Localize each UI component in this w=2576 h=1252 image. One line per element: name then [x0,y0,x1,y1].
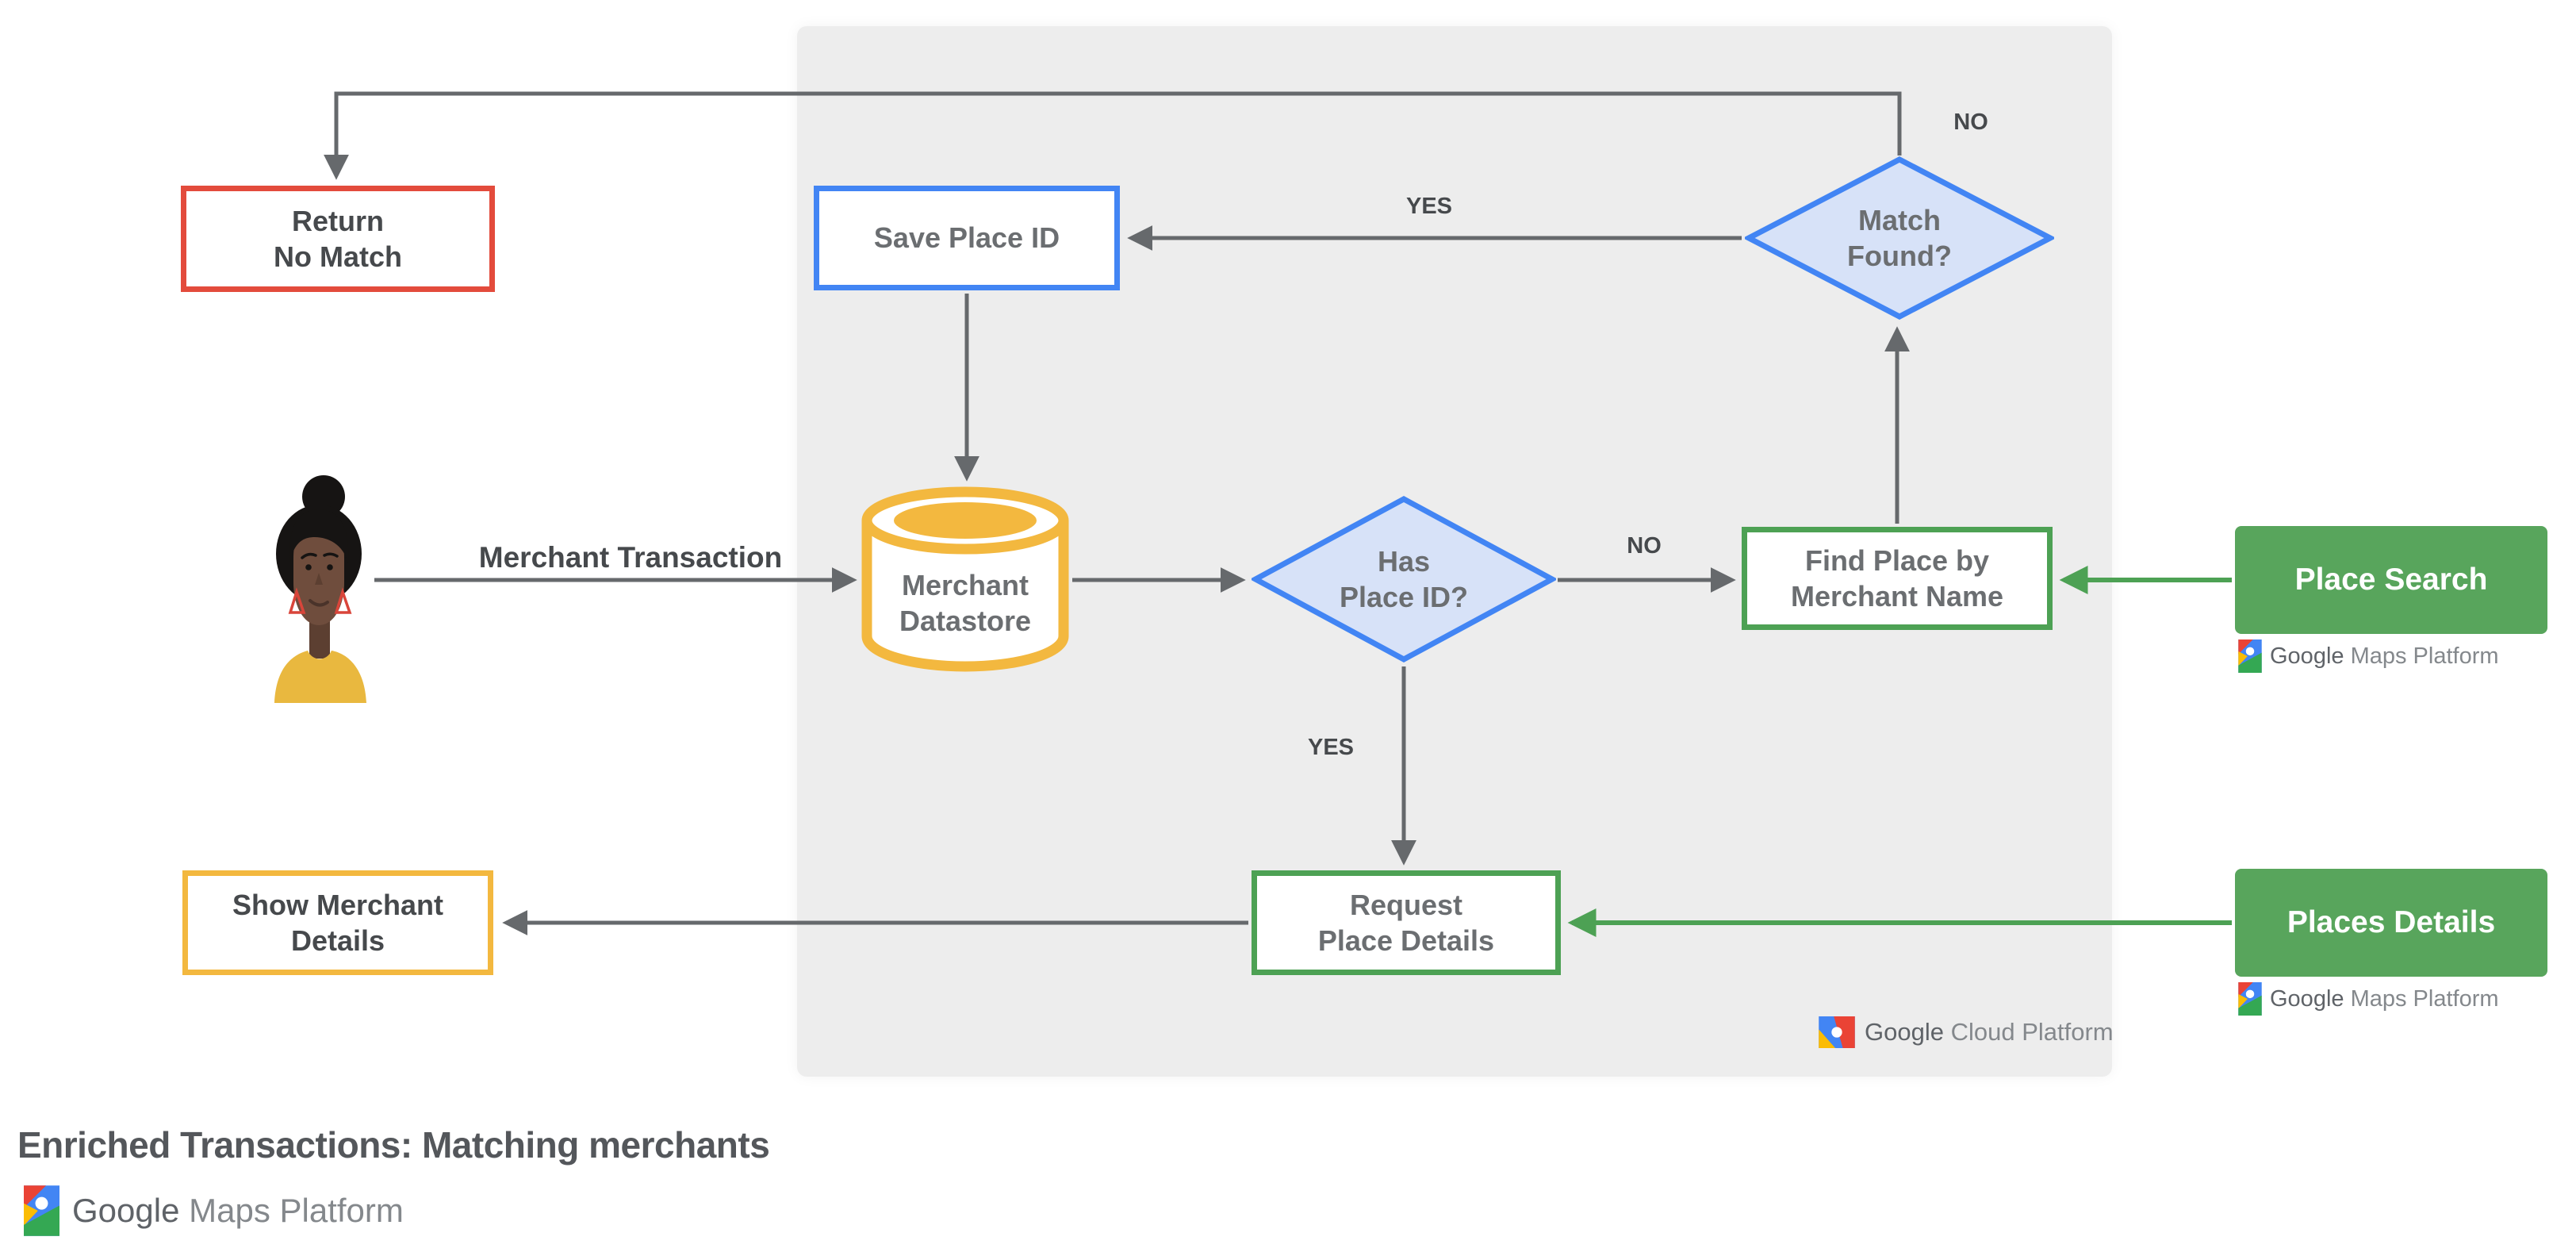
node-places-details-api: Places Details [2235,869,2547,977]
diagram-title: Enriched Transactions: Matching merchant… [17,1124,770,1166]
logo-brand-text: Google [1865,1018,1944,1046]
node-label: Show Merchant Details [232,888,444,957]
node-label: Request Place Details [1317,888,1495,957]
node-label: Find Place by Merchant Name [1790,543,2004,613]
decision-match-found: Match Found? [1742,156,2057,321]
decision-label: Has Place ID? [1339,544,1469,613]
logo-brand-text: Google [2270,643,2344,669]
logo-product-text: Maps Platform [2350,643,2499,669]
logo-product-text: Cloud Platform [1950,1018,2114,1046]
logo-product-text: Maps Platform [189,1192,404,1229]
google-cloud-platform-logo: Google Cloud Platform [1819,1016,2114,1048]
node-label: Merchant Datastore [899,568,1032,637]
edge-label-merchant-transaction: Merchant Transaction [478,541,783,574]
node-place-search-api: Place Search [2235,526,2547,634]
node-save-place-id: Save Place ID [814,186,1120,290]
node-return-no-match: Return No Match [181,186,495,292]
node-label: Place Search [2294,563,2488,597]
node-merchant-datastore: Merchant Datastore [861,486,1069,673]
google-maps-platform-logo-footer: Google Maps Platform [24,1185,404,1236]
diamond-shape [1742,156,2057,320]
decision-has-place-id: Has Place ID? [1249,495,1558,663]
node-request-place-details: Request Place Details [1252,870,1561,975]
decision-label: Match Found? [1847,203,1952,272]
logo-product-text: Maps Platform [2350,985,2499,1012]
merchant-user-avatar [266,471,374,703]
edge-label-has-place-id-yes: YES [1307,735,1355,760]
edge-label-match-found-yes: YES [1405,194,1453,219]
google-maps-pin-icon [24,1185,59,1236]
node-find-place-by-merchant-name: Find Place by Merchant Name [1742,527,2053,630]
database-cylinder-icon [861,486,1069,672]
edge-label-has-place-id-no: NO [1627,533,1662,559]
google-cloud-hexagon-icon [1819,1016,1855,1048]
arrow-matchfound-no-to-return [323,91,1902,180]
node-label: Places Details [2287,905,2496,939]
node-show-merchant-details: Show Merchant Details [182,870,493,975]
diamond-shape [1249,496,1558,662]
edge-label-match-found-no: NO [1953,109,1988,135]
node-label: Return No Match [274,204,402,273]
google-maps-platform-logo: Google Maps Platform [2238,982,2499,1016]
google-maps-pin-icon [2238,982,2262,1016]
person-icon [274,475,366,703]
node-label: Save Place ID [873,221,1060,255]
google-maps-platform-logo: Google Maps Platform [2238,639,2499,673]
logo-brand-text: Google [72,1192,180,1229]
google-maps-pin-icon [2238,639,2262,673]
logo-brand-text: Google [2270,985,2344,1012]
